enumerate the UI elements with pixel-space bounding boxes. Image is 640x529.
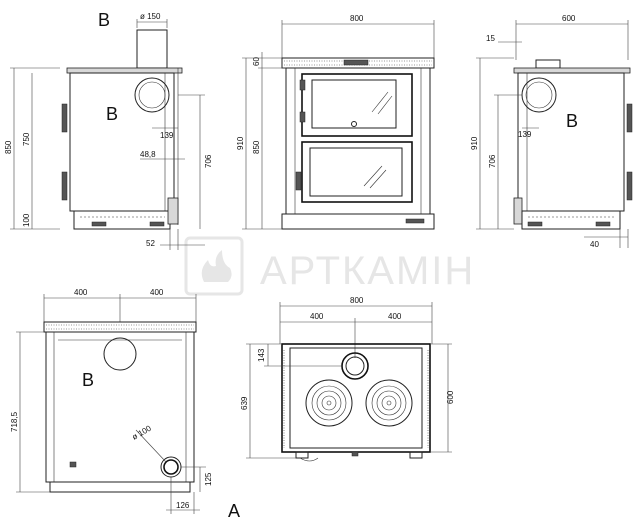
dim-top-width: 800: [350, 296, 364, 305]
dim-right-height-total: 910: [470, 136, 479, 150]
dim-rear-outlet-offset: 126: [176, 501, 190, 510]
side-view-left: B ø 150 B 850 750 100: [4, 10, 213, 250]
label-b-right: B: [566, 111, 578, 131]
watermark: АРТКАМІН: [184, 236, 475, 296]
dim-top-depth-right: 600: [446, 390, 455, 404]
dim-flue-dia: ø 150: [140, 12, 161, 21]
dim-top-half-right: 400: [388, 312, 402, 321]
dim-front-width: 800: [350, 14, 364, 23]
dim-height-total: 850: [4, 140, 13, 154]
dim-height-base: 100: [22, 213, 31, 227]
dim-right-top-offset: 15: [486, 34, 495, 43]
dim-front-height-body: 850: [252, 140, 261, 154]
dim-height-body: 750: [22, 132, 31, 146]
dim-bottom-offset: 52: [146, 239, 155, 248]
label-a: A: [228, 501, 240, 521]
dim-rear-outlet-dia: ø 100: [131, 423, 154, 441]
dim-depth: 706: [204, 154, 213, 168]
label-b-body: B: [106, 104, 118, 124]
dim-right-width: 600: [562, 14, 576, 23]
top-view: 800 400 400 639 143: [240, 296, 455, 462]
label-b-rear: B: [82, 370, 94, 390]
dim-rear-outlet-height: 125: [204, 472, 213, 486]
side-view-right: 600 15 B 910 706 139 40: [470, 14, 633, 249]
dim-top-depth-left: 639: [240, 396, 249, 410]
dim-flue-inner: 48,8: [140, 150, 156, 159]
label-b-top: B: [98, 10, 110, 30]
dim-rear-half-right: 400: [150, 288, 164, 297]
dim-right-depth: 706: [488, 154, 497, 168]
rear-view: 400 400 B ø 100 718,5 125 126 A: [10, 288, 240, 521]
dim-rear-half-left: 400: [74, 288, 88, 297]
dim-top-half-left: 400: [310, 312, 324, 321]
front-view: 800 910 850 60: [236, 14, 435, 230]
dim-front-height-total: 910: [236, 136, 245, 150]
dim-right-flue-offset: 139: [518, 130, 532, 139]
dim-front-top-band: 60: [252, 57, 261, 66]
dim-rear-height: 718,5: [10, 411, 19, 432]
dim-top-flue-offset: 143: [257, 348, 266, 362]
dim-flue-offset: 139: [160, 131, 174, 140]
dim-right-bottom-offset: 40: [590, 240, 599, 249]
watermark-text: АРТКАМІН: [260, 249, 475, 293]
